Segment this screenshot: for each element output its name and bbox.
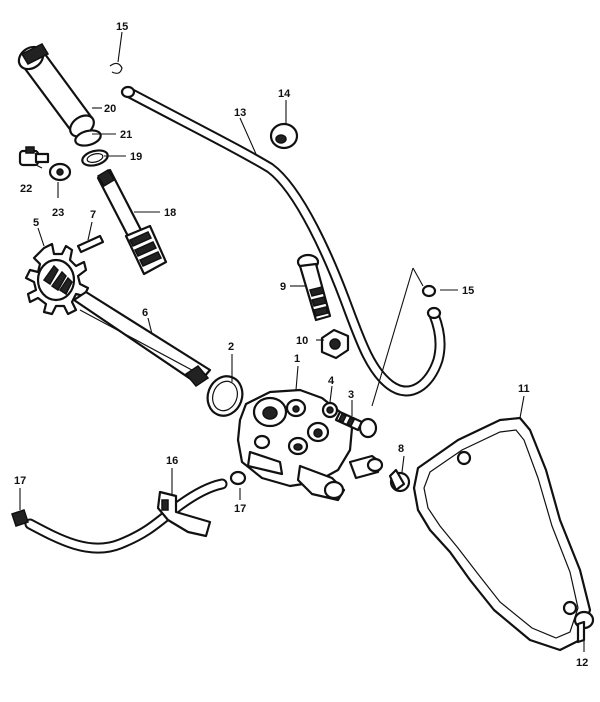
label-22: 22 (20, 183, 32, 195)
shaft-housing-20 (17, 43, 95, 138)
washer-4 (321, 401, 339, 419)
hose-clip-15-right (421, 284, 437, 298)
label-17-left: 17 (14, 475, 26, 487)
nut-10 (320, 328, 350, 360)
label-7: 7 (90, 209, 96, 221)
label-3: 3 (348, 389, 354, 401)
washer-19 (81, 149, 109, 167)
o-ring-2 (206, 375, 244, 417)
label-6: 6 (142, 307, 148, 319)
grommet-14 (269, 122, 299, 150)
label-18: 18 (164, 207, 176, 219)
hose-clip-17-left (11, 509, 29, 527)
label-15-right: 15 (462, 285, 474, 297)
label-2: 2 (228, 341, 234, 353)
label-5: 5 (33, 217, 39, 229)
label-14: 14 (278, 88, 291, 100)
label-9: 9 (280, 281, 286, 293)
label-21: 21 (120, 129, 132, 141)
hose-clip-15-top (109, 62, 123, 74)
part-labels: 15 20 21 19 22 23 18 7 5 6 2 1 4 3 9 10 … (14, 21, 588, 669)
label-11: 11 (518, 383, 530, 395)
drive-shaft-6 (72, 290, 212, 387)
cover-11 (412, 416, 592, 652)
label-19: 19 (130, 151, 142, 163)
bolt-8 (388, 468, 411, 493)
oil-hose-13 (120, 85, 446, 397)
label-20: 20 (104, 103, 116, 115)
oil-pump-body-1 (236, 388, 384, 502)
label-13: 13 (234, 107, 246, 119)
leader-lines (19, 31, 585, 652)
label-12: 12 (576, 657, 588, 669)
label-8: 8 (398, 443, 404, 455)
feed-hose-16 (24, 478, 228, 554)
bolt-3 (334, 410, 378, 439)
label-1: 1 (294, 353, 300, 365)
hose-clip-17-center (229, 470, 247, 486)
fitting-22 (18, 146, 50, 167)
washer-23 (48, 162, 72, 182)
worm-shaft-18 (96, 168, 168, 276)
gear-5 (24, 242, 90, 316)
label-4: 4 (328, 375, 335, 387)
label-17-center: 17 (234, 503, 246, 515)
label-23: 23 (52, 207, 64, 219)
bolt-9 (296, 253, 332, 322)
pin-7 (76, 234, 105, 254)
label-15-top: 15 (116, 21, 128, 33)
label-16: 16 (166, 455, 178, 467)
label-10: 10 (296, 335, 308, 347)
